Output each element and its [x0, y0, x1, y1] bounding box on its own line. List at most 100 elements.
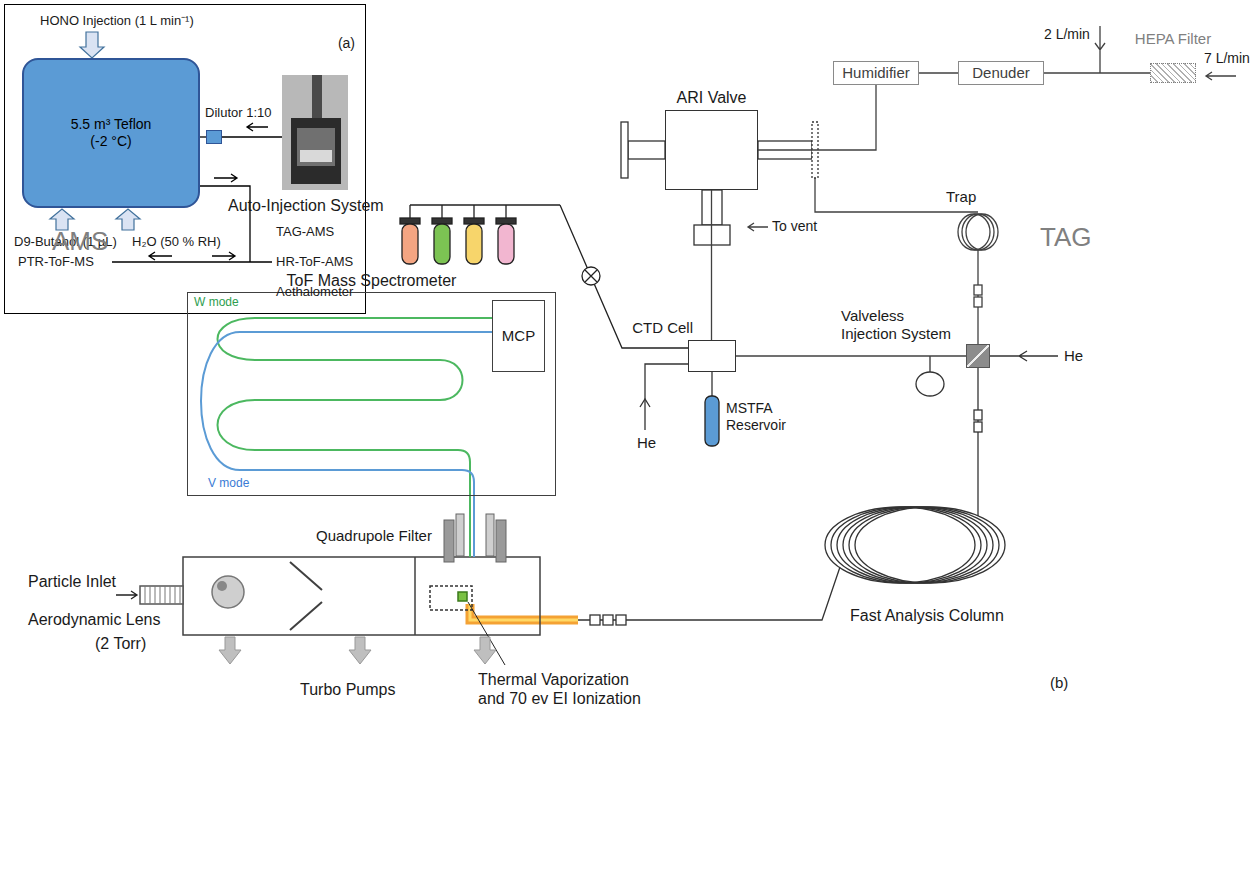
helium-line: [705, 396, 719, 446]
ams-chamber: [140, 586, 183, 604]
helium-line: [929, 356, 930, 372]
text-label: Aerodynamic Lens: [28, 610, 161, 629]
text-label: To vent: [772, 218, 817, 235]
node-label: ToF Mass Spectrometer: [188, 271, 555, 290]
stove-photo: [297, 128, 335, 166]
flow-connector: [1044, 72, 1150, 73]
mode-label: V mode: [208, 476, 249, 490]
node-label: Dilutor 1:10: [205, 105, 271, 121]
trap-coil: [815, 178, 978, 212]
node-label: ARI Valve: [677, 88, 747, 107]
text-label: MSTFA Reservoir: [726, 400, 801, 434]
auto-injector: [410, 205, 560, 218]
pump-arrow: [474, 637, 496, 664]
quadrupole-rods: [444, 520, 454, 562]
flow-arrow: [1095, 26, 1105, 73]
column-coil: [603, 615, 613, 625]
text-label: Fast Analysis Column: [850, 606, 1004, 625]
column-coil: [843, 507, 993, 583]
ams-chamber: [217, 581, 227, 591]
panel-letter: (b): [1050, 674, 1068, 692]
ams-chamber: [468, 602, 505, 665]
helium-line: [916, 372, 944, 396]
cell-box: CTD Cell: [688, 340, 736, 372]
section-title: TAG: [1040, 222, 1092, 253]
trap-coil: [966, 214, 998, 250]
heated-transfer-line: [470, 604, 578, 620]
text-label: Aethalometer: [276, 284, 353, 300]
ams-chamber: [430, 586, 472, 610]
quadrupole-rods: [486, 514, 494, 556]
auto-injector: [498, 224, 514, 264]
ams-chamber: [212, 576, 244, 608]
auto-injector: [496, 218, 516, 224]
valve-port: [628, 141, 665, 159]
column-coil: [578, 368, 1005, 625]
text-label: PTR-ToF-MS: [18, 254, 94, 270]
stove-photo: [282, 75, 348, 190]
ion-flight-path: [218, 318, 493, 557]
column-coil: [825, 507, 975, 583]
heated-transfer-line: [470, 604, 578, 620]
auto-injector: [582, 267, 600, 285]
node-label: Valveless Injection System: [841, 307, 963, 343]
text-label: H₂O (50 % RH): [132, 234, 221, 250]
node-label: HEPA Filter: [1135, 30, 1211, 48]
stove-photo: [312, 75, 322, 120]
mode-label: W mode: [194, 295, 239, 309]
helium-line: [640, 399, 650, 407]
text-label: HONO Injection (1 L min⁻¹): [40, 13, 194, 29]
column-coil: [831, 507, 981, 583]
flow-arrow: [116, 209, 140, 230]
node-label: MCP: [502, 327, 535, 345]
heated-transfer-line: [470, 604, 578, 620]
ams-chamber: [145, 586, 180, 604]
text-label: HR-ToF-AMS: [276, 254, 353, 270]
text-label: Thermal Vaporization and 70 ev EI Ioniza…: [478, 670, 648, 708]
pump-arrow: [349, 637, 371, 664]
auto-injector: [400, 218, 420, 224]
helium-line: [990, 351, 1058, 361]
trap-coil: [748, 223, 768, 231]
ion-flight-path: [201, 332, 492, 557]
section-title: AMS: [52, 226, 108, 257]
flow-arrow: [80, 32, 104, 58]
ams-chamber: [183, 557, 540, 635]
column-coil: [837, 507, 987, 583]
auto-injector: [466, 224, 482, 264]
auto-injector: [585, 270, 597, 282]
pump-arrow: [219, 637, 241, 664]
auto-injector: [434, 224, 450, 264]
column-coil: [977, 368, 978, 516]
text-label: Trap: [946, 188, 976, 206]
helium-line: [711, 372, 712, 396]
column-coil: [974, 410, 982, 420]
node-label: Denuder: [972, 64, 1030, 82]
ams-chamber: [458, 592, 467, 601]
node-label: (a): [338, 35, 355, 52]
node-label: Humidifier: [842, 64, 910, 82]
text-label: Turbo Pumps: [300, 680, 395, 699]
column-coil: [578, 567, 840, 620]
column-coil: [616, 615, 626, 625]
valve-body: ARI Valve: [665, 110, 758, 190]
trap-coil: [974, 285, 982, 295]
flow-connector: [736, 355, 966, 356]
text-label: Quadrupole Filter: [316, 527, 432, 545]
column-coil: [855, 507, 1005, 583]
flow-connector: [711, 190, 712, 340]
node-label: 5.5 m³ Teflon (-2 °C): [64, 116, 159, 150]
text-label: Auto-Injection System: [228, 196, 384, 215]
text-label: 7 L/min: [1204, 50, 1250, 67]
text-label: 2 L/min: [1044, 26, 1090, 43]
dilutor-box: Dilutor 1:10: [206, 130, 222, 144]
detector-box: MCP: [492, 300, 545, 372]
trap-coil: [974, 297, 982, 307]
trap-coil: [962, 214, 994, 250]
quadrupole-rods: [496, 520, 506, 562]
ion-flight-path: [201, 318, 492, 557]
ams-chamber: [290, 562, 322, 630]
stove-photo: [291, 118, 341, 184]
denuder-box: Denuder: [958, 61, 1044, 85]
spectrometer-box: ToF Mass SpectrometerMCP: [187, 292, 556, 496]
